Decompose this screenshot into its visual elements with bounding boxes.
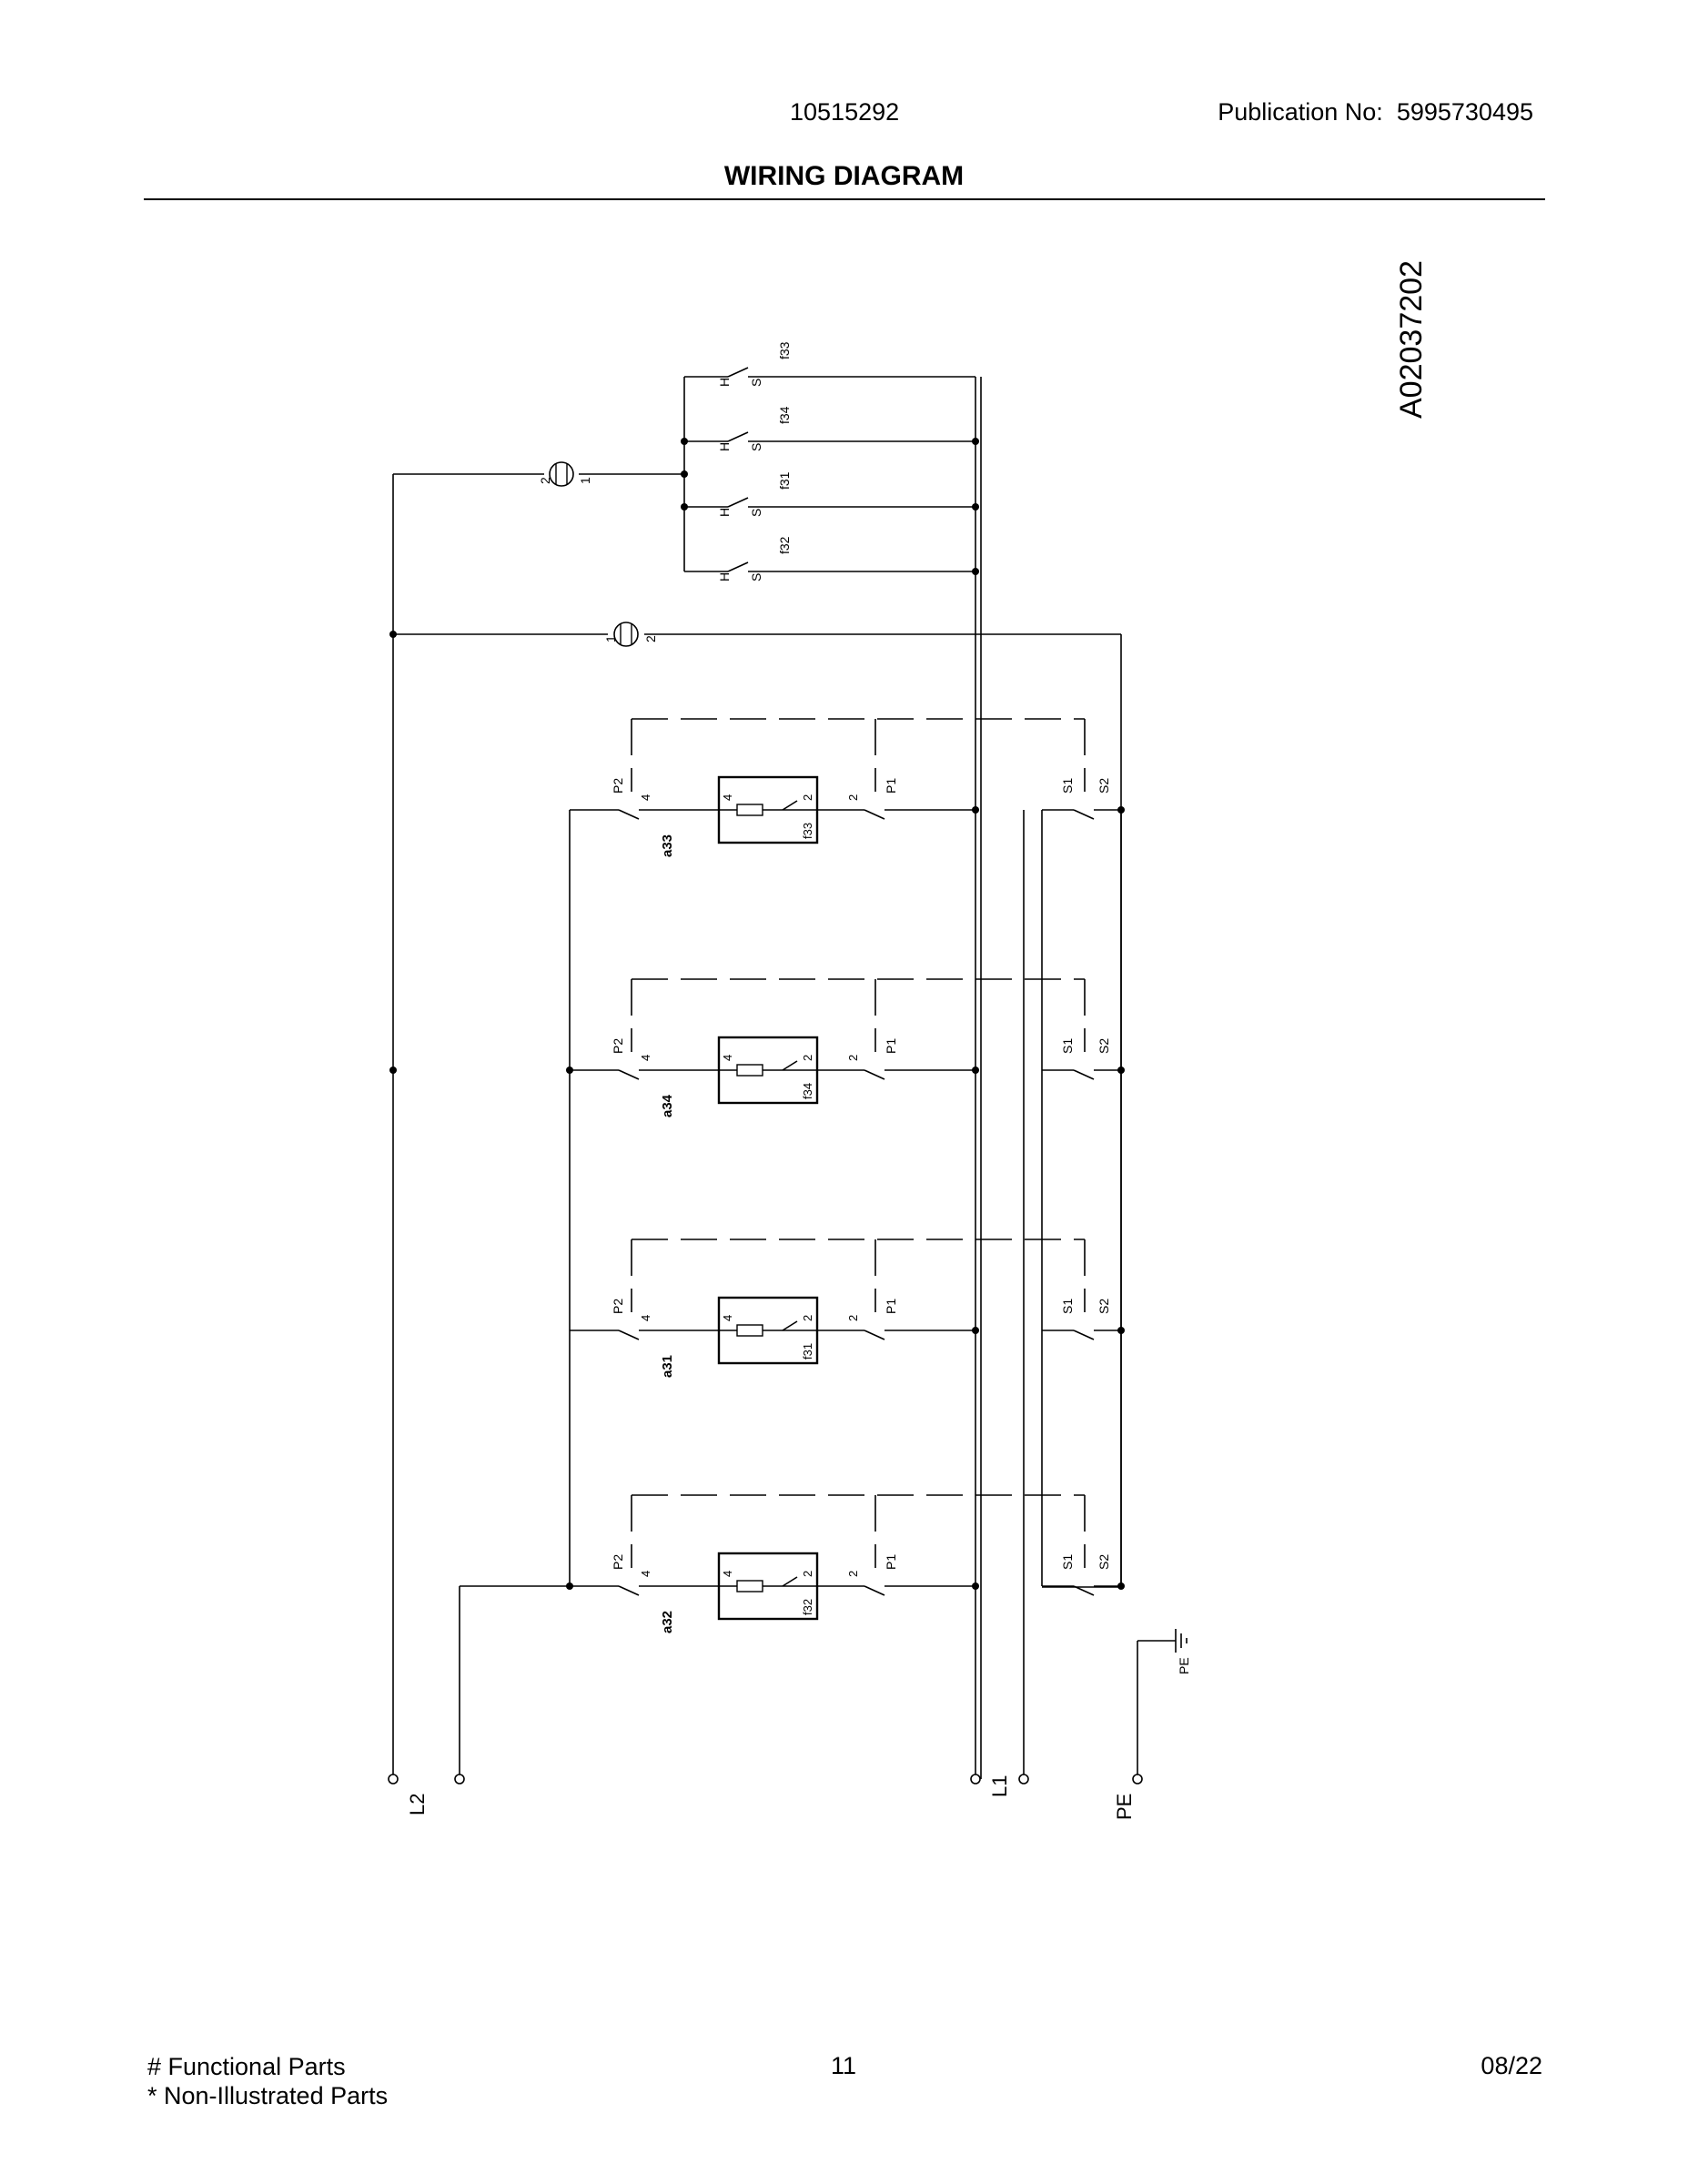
zone-a31-s2-label: S2 — [1097, 1299, 1111, 1314]
terminal-l1-label: L1 — [988, 1775, 1011, 1797]
terminal-l1 — [970, 1774, 981, 1785]
zone-a31-s1-label: S1 — [1060, 1299, 1075, 1314]
zone-a31-p2-contact — [618, 1330, 640, 1340]
zone-a33-s1-label: S1 — [1060, 778, 1075, 794]
zone-a32-s1-label: S1 — [1060, 1554, 1075, 1570]
zone-a31-box-pin4-label: 4 — [721, 1315, 734, 1321]
terminal-l2-label: L2 — [406, 1794, 429, 1815]
switch-f31-s: S — [749, 509, 763, 517]
zone-a32-s-contact — [1073, 1585, 1095, 1596]
zone-a33-s2-label: S2 — [1097, 778, 1111, 794]
lamp1-pin-b: 1 — [578, 477, 592, 484]
zone-a31-box-pin2-label: 2 — [801, 1315, 814, 1321]
switch-f32-h: H — [717, 572, 732, 581]
model-number: 10515292 — [790, 98, 900, 126]
zone-a33-pin2-label: 2 — [846, 794, 860, 801]
zone-a34-element-label: f34 — [801, 1083, 814, 1099]
zone-a34-pin4-label: 4 — [639, 1055, 652, 1061]
zone-a31-pin4-label: 4 — [639, 1315, 652, 1321]
zone-a34-p2-contact — [618, 1069, 640, 1080]
publication-number: Publication No: 5995730495 — [1218, 98, 1533, 126]
zone-a31-p1-contact — [864, 1330, 885, 1340]
drawing-id: A02037202 — [1394, 260, 1429, 419]
zone-a32-s2-label: S2 — [1097, 1554, 1111, 1570]
switch-f34-s: S — [749, 443, 763, 451]
zone-a34-pin2-label: 2 — [846, 1055, 860, 1061]
zone-a31-element-label: f31 — [801, 1343, 814, 1360]
zone-a33-box-pin4-label: 4 — [721, 794, 734, 801]
switch-f33-h: H — [717, 378, 732, 387]
legend-non-illustrated: * Non-Illustrated Parts — [147, 2082, 389, 2109]
page-number: 11 — [831, 2052, 857, 2079]
zone-a32-pin4-label: 4 — [639, 1571, 652, 1577]
lamp-icon — [613, 622, 639, 647]
zone-a34-p2-label: P2 — [611, 1038, 625, 1054]
zone-a34-p1-label: P1 — [884, 1038, 898, 1054]
zone-a33-p2-contact — [618, 809, 640, 820]
publication-label: Publication No: — [1218, 98, 1383, 126]
zone-a32-pin2-label: 2 — [846, 1571, 860, 1577]
zone-a33-box-pin2-label: 2 — [801, 794, 814, 801]
switch-f32-label: f32 — [777, 536, 792, 554]
legend-functional: # Functional Parts — [147, 2053, 346, 2080]
switch-f34-label: f34 — [777, 406, 792, 424]
zone-a31-s-contact — [1073, 1330, 1095, 1340]
publication-date: 08/22 — [1481, 2052, 1542, 2079]
terminal-l2 — [388, 1774, 399, 1785]
page-title: WIRING DIAGRAM — [723, 161, 965, 191]
zone-a34-s-contact — [1073, 1069, 1095, 1080]
zone-a32-p1-contact — [864, 1585, 885, 1596]
zone-a31-p2-label: P2 — [611, 1299, 625, 1314]
zone-a33-p1-label: P1 — [884, 778, 898, 794]
zone-a33-element-label: f33 — [801, 823, 814, 839]
zone-a34-s1-label: S1 — [1060, 1038, 1075, 1054]
zone-a32-regulator-label: a32 — [660, 1611, 675, 1633]
zone-a31-p1-label: P1 — [884, 1299, 898, 1314]
zone-a33-regulator-label: a33 — [660, 834, 675, 857]
terminal-pe-label: PE — [1113, 1794, 1136, 1820]
zone-a33-s-contact — [1073, 809, 1095, 820]
terminal-pe — [1132, 1774, 1143, 1785]
zone-a32-box-pin4-label: 4 — [721, 1571, 734, 1577]
legend: # Functional Parts * Non-Illustrated Par… — [147, 2052, 388, 2110]
switch-f32-s: S — [749, 573, 763, 581]
terminal-l1b — [1018, 1774, 1029, 1785]
lamp2-pin-a: 1 — [603, 635, 618, 642]
zone-a32-p2-contact — [618, 1585, 640, 1596]
lamp1-pin-a: 2 — [538, 477, 552, 484]
zone-a31-regulator-label: a31 — [660, 1355, 675, 1378]
zone-a34-s2-label: S2 — [1097, 1038, 1111, 1054]
terminal-l2b — [454, 1774, 465, 1785]
zone-a32-box-pin2-label: 2 — [801, 1571, 814, 1577]
lamp2-pin-b: 2 — [643, 635, 658, 642]
switch-f33-s: S — [749, 379, 763, 387]
pe-ground-label: PE — [1177, 1657, 1191, 1674]
switch-f34-h: H — [717, 442, 732, 451]
zone-a31-pin2-label: 2 — [846, 1315, 860, 1321]
switch-f31-h: H — [717, 508, 732, 517]
switch-f31-label: f31 — [777, 471, 792, 490]
zone-a34-box-pin2-label: 2 — [801, 1055, 814, 1061]
zone-a33-p1-contact — [864, 809, 885, 820]
zone-a32-element-label: f32 — [801, 1599, 814, 1615]
lamp-icon — [549, 461, 574, 487]
zone-a33-pin4-label: 4 — [639, 794, 652, 801]
publication-value: 5995730495 — [1396, 98, 1533, 126]
zone-a34-p1-contact — [864, 1069, 885, 1080]
zone-a34-regulator-label: a34 — [660, 1094, 675, 1117]
zone-a34-box-pin4-label: 4 — [721, 1055, 734, 1061]
switch-f33-label: f33 — [777, 341, 792, 359]
zone-a32-p2-label: P2 — [611, 1554, 625, 1570]
zone-a33-p2-label: P2 — [611, 778, 625, 794]
zone-a32-p1-label: P1 — [884, 1554, 898, 1570]
header-divider — [144, 198, 1545, 200]
